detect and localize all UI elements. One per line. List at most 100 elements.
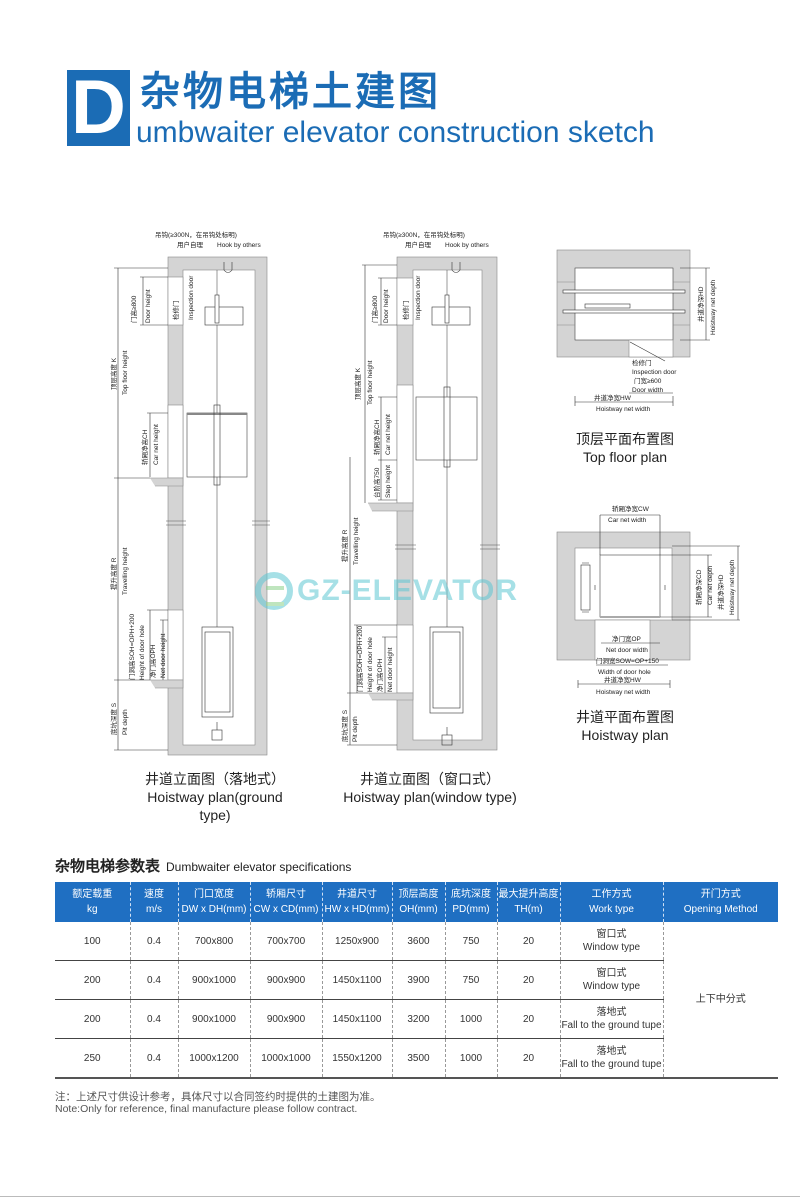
top-floor-height-cn: 顶层高度 K (109, 357, 118, 390)
table-cell: 250 (55, 1038, 130, 1079)
table-cell: 3200 (391, 999, 445, 1039)
table-cell: 0.4 (129, 922, 178, 961)
caption-window-type: 井道立面图（窗口式） Hoistway plan(window type) (335, 770, 525, 806)
construction-drawings: 吊钩(≥300N，在吊钩处标明) 用户自理 Hook by others 门高≥… (109, 230, 740, 756)
pit-depth-cn: 底坑深度 S (340, 709, 349, 742)
hoistway-depth-cn: 井道净深HD (716, 574, 725, 610)
logo-d-box: D (67, 65, 130, 150)
table-cell: 700x800 (177, 922, 250, 961)
table-cell: 700x700 (249, 922, 322, 961)
divider (0, 1196, 800, 1197)
car-width-en: Car net width (608, 517, 647, 524)
table-cell: 1450x1100 (321, 999, 392, 1039)
inspection-door-cn: 检修门 (401, 301, 410, 321)
table-cell: 750 (444, 960, 497, 1000)
table-cell: 20 (496, 1038, 560, 1079)
travel-height-cn: 提升高度 R (340, 529, 349, 562)
table-cell: 900x1000 (177, 999, 250, 1039)
hoistway-width-en: Hoistway net width (596, 689, 651, 696)
caption-top-floor: 顶层平面布置图 Top floor plan (560, 430, 690, 466)
pit-depth-en: Pit depth (122, 709, 129, 735)
page-subtitle: umbwaiter elevator construction sketch (136, 116, 655, 149)
spec-title-en: Dumbwaiter elevator specifications (166, 860, 352, 874)
hook-label-en: Hook by others (217, 242, 261, 249)
hook-label-en: Hook by others (445, 242, 489, 249)
table-cell: 1000x1000 (249, 1038, 322, 1079)
caption-cn: 顶层平面布置图 (576, 431, 674, 447)
door-width-cn: 门宽≥600 (634, 376, 662, 385)
opening-method-cell: 上下中分式 (662, 922, 778, 1079)
door-hole-height-en: Height of door hole (367, 637, 374, 692)
table-cell: 200 (55, 960, 130, 1000)
table-cell: 0.4 (129, 960, 178, 1000)
door-hole-height-cn: 门洞高SOH=OPH+200 (355, 626, 364, 692)
hoistway-width-cn: 井道净宽HW (604, 675, 642, 684)
door-hole-height-en: Height of door hole (139, 625, 146, 680)
table-cell: 1000x1200 (177, 1038, 250, 1079)
table-cell: 0.4 (129, 999, 178, 1039)
elevation-window-type (347, 256, 500, 751)
car-depth-cn: 轿厢净深CD (694, 569, 703, 605)
table-cell: 1000 (444, 999, 497, 1039)
car-height-cn: 轿厢净高CH (140, 429, 149, 465)
travel-height-cn: 提升高度 R (109, 557, 118, 590)
caption-en: Hoistway plan (581, 727, 669, 743)
car-width-cn: 轿厢净宽CW (612, 504, 650, 513)
table-cell: 900x900 (249, 960, 322, 1000)
table-cell: 3900 (391, 960, 445, 1000)
table-cell: 900x1000 (177, 960, 250, 1000)
hoistway-width-en: Hoistway net width (596, 406, 651, 413)
top-floor-plan-drawing (556, 249, 710, 406)
table-cell: 100 (55, 922, 130, 961)
net-door-height-cn: 净门高OPH (375, 658, 384, 692)
footnote-en: Note:Only for reference, final manufactu… (55, 1103, 358, 1115)
spec-title: 杂物电梯参数表 Dumbwaiter elevator specification… (55, 855, 351, 876)
door-hole-height-cn: 门洞高SOH=OPH+200 (127, 614, 136, 680)
work-type-cn: 落地式 (596, 1046, 627, 1057)
table-cell: 900x900 (249, 999, 322, 1039)
work-type-en: Window type (582, 942, 641, 953)
table-cell: 1550x1200 (321, 1038, 392, 1079)
caption-ground-type: 井道立面图（落地式） Hoistway plan(ground type) (130, 770, 300, 824)
work-type-en: Window type (582, 981, 641, 992)
page-title: 杂物电梯土建图 (140, 69, 441, 115)
table-cell: 3600 (391, 922, 445, 961)
car-height-cn: 轿厢净高CH (372, 419, 381, 455)
caption-cn: 井道立面图（窗口式） (360, 771, 500, 787)
net-door-height-cn: 净门高OPH (148, 644, 157, 678)
work-type-cn: 落地式 (596, 1007, 627, 1018)
hoistway-plan-drawing (556, 514, 740, 688)
pit-depth-en: Pit depth (352, 716, 359, 742)
hook-label-cn: 吊钩(≥300N，在吊钩处标明) (155, 230, 237, 239)
inspection-door-en: Inspection door (188, 275, 195, 320)
table-cell: 1450x1100 (321, 960, 392, 1000)
hook-owner-label: 用户自理 (405, 240, 432, 249)
spec-title-cn: 杂物电梯参数表 (55, 858, 161, 875)
hook-owner-label: 用户自理 (177, 240, 204, 249)
inspection-door-en: Inspection door (632, 369, 677, 376)
car-height-en: Car net height (385, 414, 392, 455)
door-hole-width-en: Width of door hole (598, 669, 651, 676)
table-cell: 3500 (391, 1038, 445, 1079)
net-door-width-en: Net door width (606, 647, 648, 654)
step-height-en: Step height (385, 465, 392, 498)
caption-en: Hoistway plan(window type) (343, 789, 517, 805)
